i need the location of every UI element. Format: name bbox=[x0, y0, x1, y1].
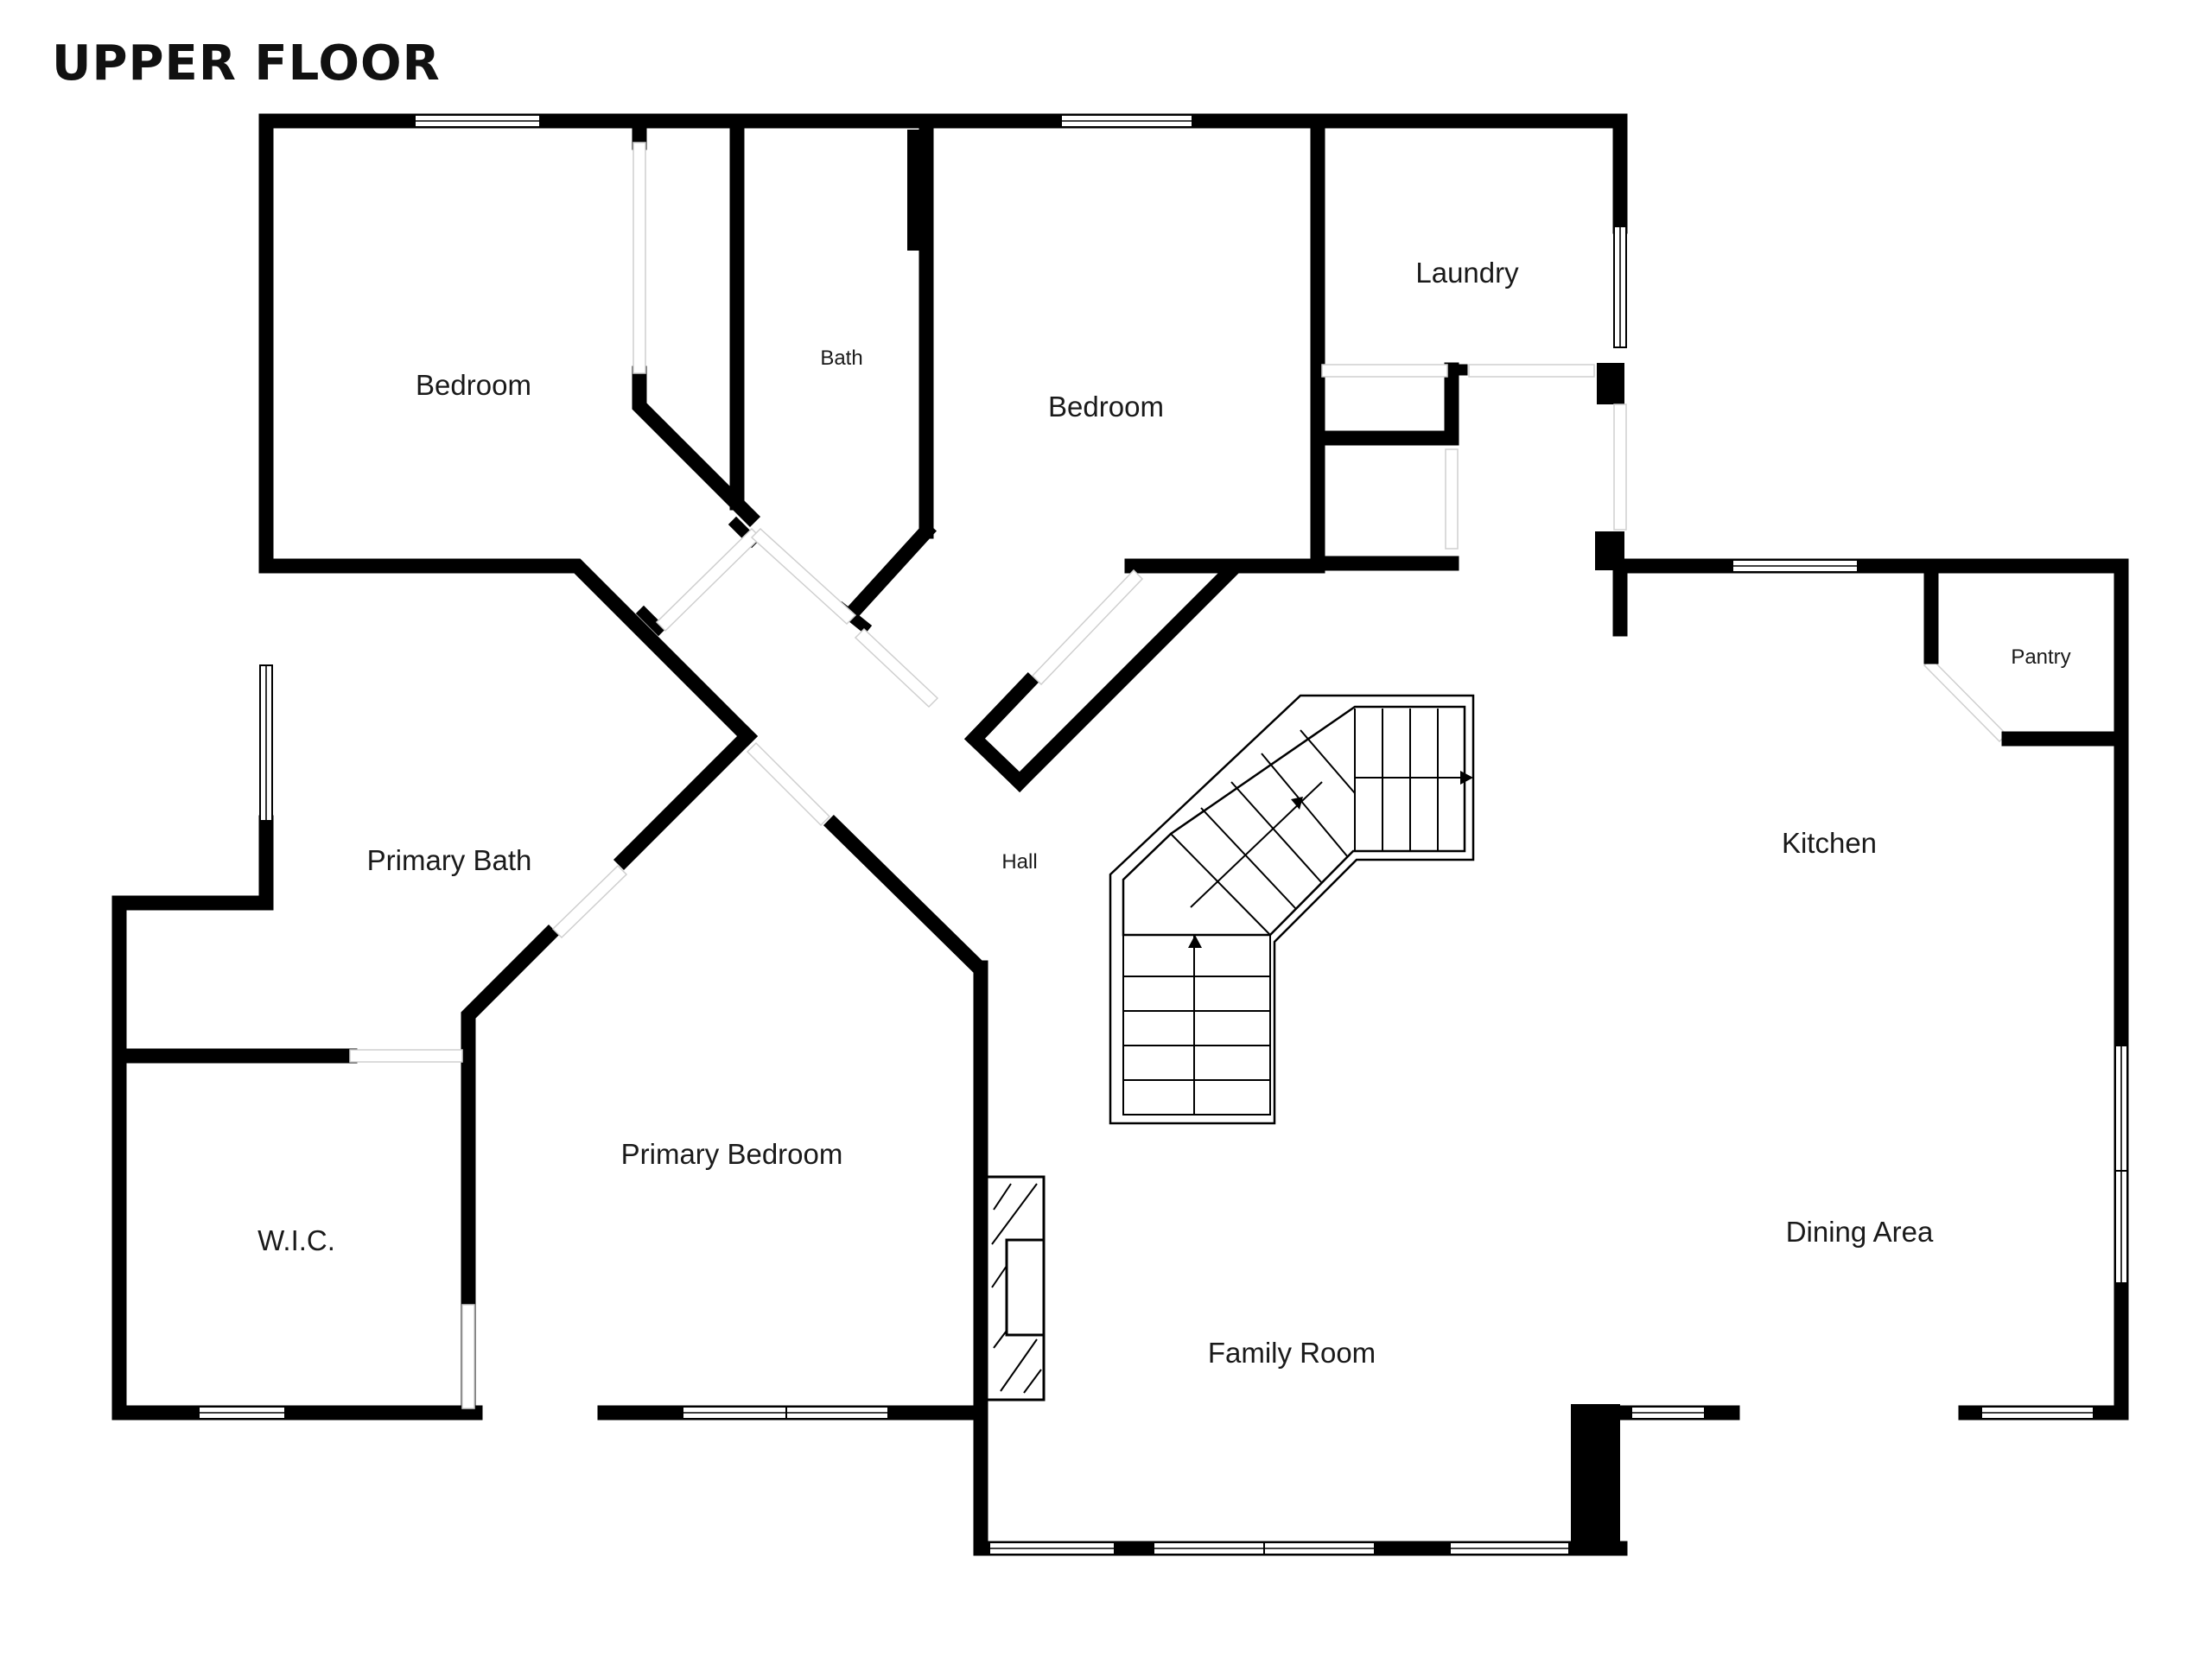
opening-pantry bbox=[1923, 657, 2008, 743]
wall-bath-diag bbox=[844, 520, 938, 620]
wall-bedroom2-diag bbox=[1008, 559, 1243, 793]
opening-wic-bedroom bbox=[461, 1304, 475, 1409]
opening-closet-2 bbox=[1445, 448, 1459, 550]
opening-primary-bath bbox=[551, 864, 628, 939]
label-dining-area: Dining Area bbox=[1786, 1216, 1934, 1248]
label-bedroom-1: Bedroom bbox=[416, 369, 531, 401]
wall-primary-bedroom-right bbox=[823, 814, 988, 1421]
opening-laundry-2 bbox=[1468, 364, 1595, 378]
label-pantry: Pantry bbox=[2011, 645, 2070, 669]
label-primary-bath: Primary Bath bbox=[367, 844, 532, 876]
staircase bbox=[1109, 694, 1475, 1125]
plan-title: UPPER FLOOR bbox=[52, 35, 441, 92]
wall-hall-cap bbox=[635, 605, 667, 637]
opening-laundry-side bbox=[1613, 404, 1627, 531]
label-bedroom-2: Bedroom bbox=[1048, 391, 1164, 423]
opening-primary-bedroom bbox=[746, 741, 831, 827]
wall-bedroom2-diag-jog bbox=[963, 728, 1031, 793]
wall-column bbox=[1571, 1404, 1620, 1548]
label-laundry: Laundry bbox=[1415, 257, 1519, 289]
windows bbox=[198, 114, 2128, 1555]
wall-bedroom1-bottom bbox=[258, 558, 759, 747]
fireplace bbox=[985, 1175, 1046, 1402]
opening-bath bbox=[750, 527, 857, 626]
room-labels: Bedroom Bath Bedroom Laundry Pantry Kitc… bbox=[257, 257, 2071, 1369]
label-kitchen: Kitchen bbox=[1782, 827, 1877, 859]
label-wic: W.I.C. bbox=[257, 1224, 335, 1256]
opening-bedroom1 bbox=[655, 527, 762, 632]
door-openings bbox=[349, 142, 2008, 1409]
label-family-room: Family Room bbox=[1208, 1337, 1376, 1369]
label-hall: Hall bbox=[1001, 850, 1037, 874]
opening-bedroom2 bbox=[1031, 569, 1144, 686]
opening-laundry bbox=[1321, 364, 1448, 378]
label-bath: Bath bbox=[820, 346, 862, 370]
label-primary-bedroom: Primary Bedroom bbox=[621, 1138, 843, 1170]
wall-bedroom2-diag-door bbox=[963, 671, 1039, 750]
wall-laundry-jamb-low bbox=[1595, 531, 1624, 570]
wall-wic-outer bbox=[111, 895, 274, 1421]
wall-closet-diag bbox=[632, 365, 761, 528]
opening-closet bbox=[632, 142, 646, 374]
opening-wic bbox=[349, 1049, 463, 1063]
wall-primbath-diag-1 bbox=[613, 725, 759, 871]
wall-laundry-jamb bbox=[1597, 363, 1624, 404]
opening-bath-2 bbox=[854, 627, 939, 709]
wall-primbath-diag-2 bbox=[461, 924, 560, 1313]
